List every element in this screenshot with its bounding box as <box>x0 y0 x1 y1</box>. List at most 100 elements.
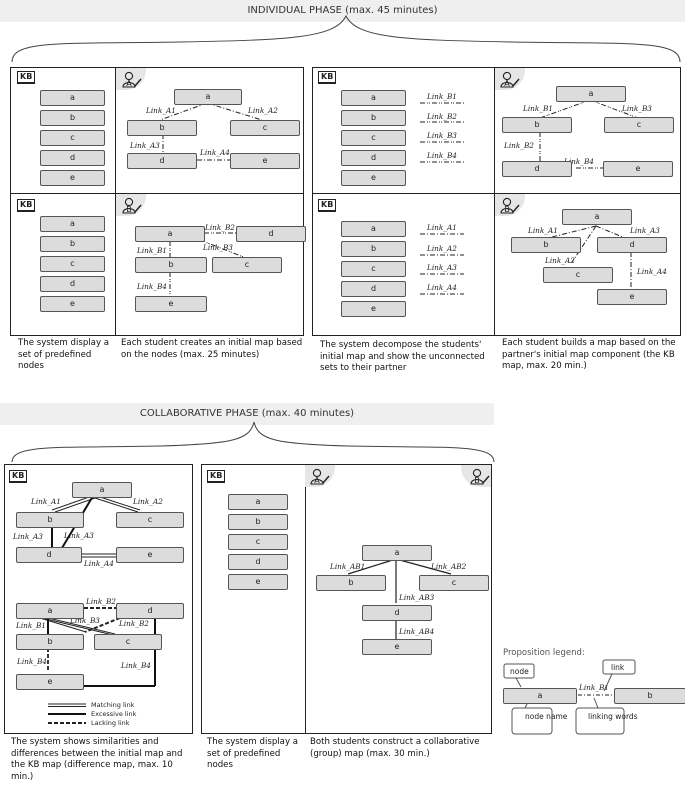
concept-node: c <box>419 575 489 591</box>
svg-text:Link_B2: Link_B2 <box>204 223 235 232</box>
user-b-icon: B <box>122 197 142 214</box>
difference-legend: Matching link Excessive link Lacking lin… <box>48 701 137 727</box>
difference-map-a-labels: Link_A1 Link_A2 Link_A3 Link_A3 Link_A4 <box>12 497 163 568</box>
svg-text:link: link <box>611 663 625 672</box>
kb-map-a-labels: Link_B1 Link_B3 Link_B2 Link_B4 <box>503 104 652 166</box>
caption-system-display-nodes: The system display a set of predefined n… <box>18 338 110 371</box>
collaborative-phase-brace <box>11 421 495 463</box>
kb-icon: KB <box>17 199 36 212</box>
collaborative-phase-title: COLLABORATIVE PHASE (max. 40 minutes) <box>139 408 355 419</box>
concept-node: e <box>116 547 184 563</box>
svg-text:Link_B2: Link_B2 <box>426 112 457 121</box>
concept-node: c <box>230 120 300 136</box>
svg-text:Link_A1: Link_A1 <box>30 497 61 506</box>
node-list-item: e <box>341 170 406 186</box>
collaborative-phase-banner: COLLABORATIVE PHASE (max. 40 minutes) <box>0 403 494 425</box>
svg-text:Link_B3: Link_B3 <box>69 616 100 625</box>
kb-icon: KB <box>318 199 337 212</box>
svg-text:A: A <box>314 476 320 485</box>
group-map-labels: Link_AB1 Link_AB2 Link_AB3 Link_AB4 <box>329 562 467 636</box>
caption-difference-map: The system shows similarities and differ… <box>11 737 183 782</box>
concept-node: b <box>316 575 386 591</box>
student-a-initial-map-labels: Link_A1 Link_A2 Link_A3 Link_A4 <box>129 106 278 157</box>
svg-text:Link_B3: Link_B3 <box>202 243 233 252</box>
concept-node: b <box>511 237 581 253</box>
svg-text:Link_A2: Link_A2 <box>426 244 457 253</box>
svg-text:Link_B3: Link_B3 <box>621 104 652 113</box>
caption-group-map: Both students construct a collaborative … <box>310 737 480 759</box>
svg-text:Link_B1: Link_B1 <box>136 246 167 255</box>
svg-text:Link_A3: Link_A3 <box>426 263 457 272</box>
svg-text:Link_B1: Link_B1 <box>578 683 609 692</box>
node-list-item: d <box>228 554 288 570</box>
concept-node: b <box>127 120 197 136</box>
svg-text:Link_A3: Link_A3 <box>129 141 160 150</box>
concept-node: d <box>116 603 184 619</box>
concept-node: c <box>116 512 184 528</box>
user-b-icon: B <box>500 197 520 214</box>
concept-node: a <box>72 482 132 498</box>
node-list-item: d <box>341 281 406 297</box>
caption-kb-map: Each student builds a map based on the p… <box>502 338 676 371</box>
node-list-item: c <box>341 130 406 146</box>
concept-node: d <box>502 161 572 177</box>
concept-node: a <box>362 545 432 561</box>
node-list-item: a <box>341 90 406 106</box>
node-list-item: e <box>228 574 288 590</box>
user-a-icon: A <box>500 71 520 88</box>
node-list-item: b <box>341 241 406 257</box>
concept-node: b <box>16 512 84 528</box>
node-list-item: c <box>228 534 288 550</box>
concept-node: c <box>94 634 162 650</box>
concept-node: d <box>597 237 667 253</box>
decomposed-links-b-labels: Link_B1 Link_B2 Link_B3 Link_B4 <box>426 92 457 160</box>
svg-text:Link_B4: Link_B4 <box>426 151 457 160</box>
caption-decompose: The system decompose the students' initi… <box>320 340 485 373</box>
svg-text:Link_B2: Link_B2 <box>118 619 149 628</box>
concept-node: c <box>604 117 674 133</box>
legend-lacking: Lacking link <box>91 719 130 727</box>
concept-node: c <box>543 267 613 283</box>
concept-node: d <box>362 605 432 621</box>
concept-node: d <box>236 226 306 242</box>
svg-text:B: B <box>126 205 132 214</box>
node-list-item: b <box>228 514 288 530</box>
concept-node: e <box>230 153 300 169</box>
svg-text:B: B <box>474 476 480 485</box>
svg-text:Link_A4: Link_A4 <box>83 559 114 568</box>
node-list-item: a <box>40 90 105 106</box>
node-list-item: b <box>40 110 105 126</box>
legend-matching: Matching link <box>91 701 135 709</box>
svg-text:Link_A3: Link_A3 <box>63 531 94 540</box>
svg-text:Proposition legend:: Proposition legend: <box>503 648 585 658</box>
svg-text:Link_A1: Link_A1 <box>527 226 558 235</box>
node-list-item: a <box>40 216 105 232</box>
decomposed-links-a <box>420 233 464 295</box>
node-list-item: a <box>341 221 406 237</box>
student-b-initial-map <box>169 232 247 297</box>
node-list-item: d <box>341 150 406 166</box>
svg-text:Link_A2: Link_A2 <box>247 106 278 115</box>
kb-map-b <box>547 225 632 290</box>
svg-text:Link_B4: Link_B4 <box>563 157 594 166</box>
svg-text:node name: node name <box>525 712 568 721</box>
individual-phase-banner: INDIVIDUAL PHASE (max. 45 minutes) <box>0 0 685 22</box>
svg-text:Link_B1: Link_B1 <box>522 104 553 113</box>
svg-text:Link_A2: Link_A2 <box>544 256 575 265</box>
node-list-item: b <box>341 110 406 126</box>
decomposed-links-b <box>420 102 464 163</box>
individual-phase-brace <box>11 14 681 63</box>
caption-system-display-nodes-2: The system display a set of predefined n… <box>207 737 299 770</box>
svg-text:Link_A4: Link_A4 <box>636 267 667 276</box>
node-list-item: a <box>228 494 288 510</box>
concept-node: a <box>556 86 626 102</box>
node-list-item: c <box>40 256 105 272</box>
student-a-initial-map <box>159 102 263 161</box>
concept-node: e <box>135 296 207 312</box>
node-list-item: e <box>40 170 105 186</box>
svg-text:A: A <box>504 79 510 88</box>
svg-text:Link_B4: Link_B4 <box>120 661 151 670</box>
kb-icon: KB <box>9 470 28 483</box>
svg-text:Link_AB3: Link_AB3 <box>398 593 435 602</box>
svg-text:A: A <box>126 79 132 88</box>
